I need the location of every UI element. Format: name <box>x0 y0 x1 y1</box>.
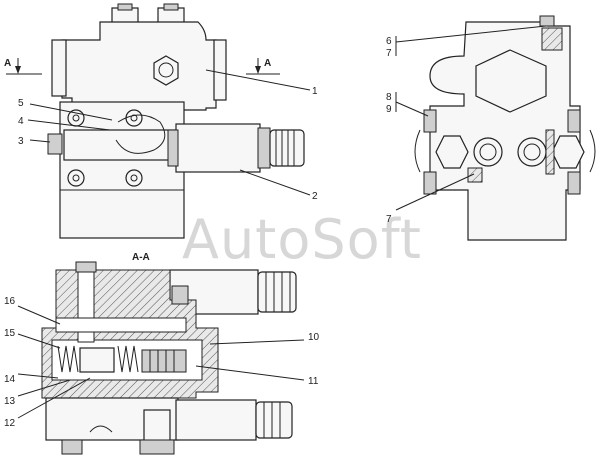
callout-15: 15 <box>4 328 16 339</box>
callout-9: 9 <box>386 104 392 115</box>
front-view <box>6 3 311 239</box>
watermark-text: AutoSoft <box>182 208 422 271</box>
section-mark-right: A <box>264 58 271 69</box>
hex-plug <box>153 55 179 86</box>
bolt-3 <box>47 133 63 155</box>
section-mark-left: A <box>4 58 11 69</box>
solenoid-2 <box>175 123 261 173</box>
section-title: A-A <box>132 252 150 263</box>
side-hex <box>475 49 547 113</box>
side-view <box>395 15 596 241</box>
callout-11: 11 <box>308 376 319 387</box>
valve-block <box>61 21 217 111</box>
callout-13: 13 <box>4 396 16 407</box>
callout-5: 5 <box>18 98 24 109</box>
callout-6: 6 <box>386 36 392 47</box>
callout-3: 3 <box>18 136 24 147</box>
callout-2: 2 <box>312 191 318 202</box>
callout-16: 16 <box>4 296 16 307</box>
lower-body <box>59 101 185 239</box>
callout-7-bottom: 7 <box>386 214 392 225</box>
callout-7-top: 7 <box>386 48 392 59</box>
callout-12: 12 <box>4 418 16 429</box>
bottom-solenoid <box>175 399 257 441</box>
callout-4: 4 <box>18 116 24 127</box>
callout-8: 8 <box>386 92 392 103</box>
callout-14: 14 <box>4 374 16 385</box>
callout-1: 1 <box>312 86 318 97</box>
section-view <box>17 261 305 455</box>
callout-10: 10 <box>308 332 320 343</box>
